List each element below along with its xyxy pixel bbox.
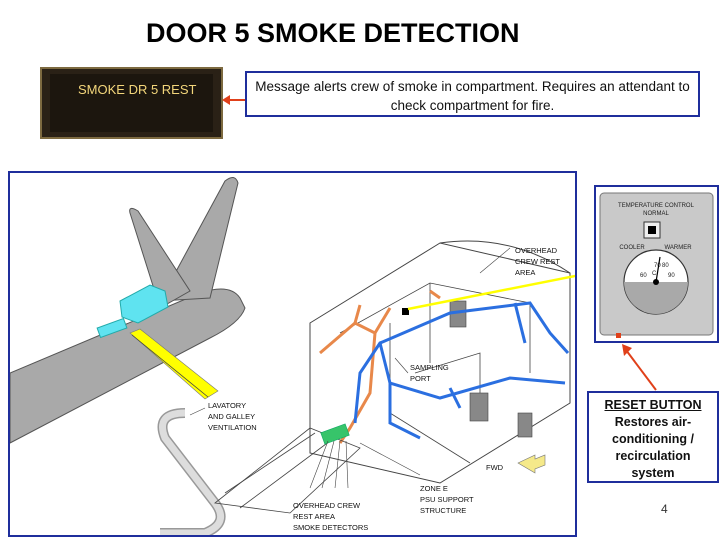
svg-text:STRUCTURE: STRUCTURE xyxy=(420,506,466,515)
svg-text:CREW REST: CREW REST xyxy=(515,257,560,266)
fuselage-shape xyxy=(9,288,246,444)
callout-text: Message alerts crew of smoke in compartm… xyxy=(255,79,690,113)
eicas-arrow xyxy=(222,95,248,105)
aircraft-diagram-svg: OVERHEAD CREW REST AREA SAMPLING PORT LA… xyxy=(9,177,591,538)
temperature-control-panel: TEMPERATURE CONTROL NORMAL COOLER WARMER… xyxy=(594,185,719,343)
reset-line-3: recirculation xyxy=(615,449,691,463)
gauge-tick-80: 80 xyxy=(662,263,669,269)
reset-line-2: conditioning / xyxy=(612,432,694,446)
reset-indicator-marker xyxy=(616,333,621,338)
blue-duct-shape xyxy=(353,301,570,424)
crew-rest-location-extension xyxy=(96,317,128,339)
sampling-port-label: SAMPLING PORT xyxy=(410,363,449,383)
svg-text:SAMPLING: SAMPLING xyxy=(410,363,449,372)
temperature-control-svg: TEMPERATURE CONTROL NORMAL COOLER WARMER… xyxy=(599,192,714,338)
smoke-detectors-label: OVERHEAD CREW REST AREA SMOKE DETECTORS xyxy=(293,501,368,532)
smoke-detectors-shape xyxy=(320,423,350,445)
reset-arrow xyxy=(622,344,657,391)
page-number: 4 xyxy=(661,502,668,516)
svg-text:ZONE E: ZONE E xyxy=(420,484,448,493)
svg-text:OVERHEAD: OVERHEAD xyxy=(515,246,558,255)
panel-title-line1: TEMPERATURE CONTROL xyxy=(618,203,695,209)
reset-heading: RESET BUTTON xyxy=(604,398,702,412)
lavatory-label: LAVATORY AND GALLEY VENTILATION xyxy=(208,401,257,432)
zone-e-label: ZONE E PSU SUPPORT STRUCTURE xyxy=(420,484,474,515)
crew-rest-location-shape xyxy=(119,284,169,324)
eicas-screen xyxy=(50,74,213,132)
svg-text:SMOKE DETECTORS: SMOKE DETECTORS xyxy=(293,523,368,532)
reset-line-4: system xyxy=(631,466,675,480)
eicas-message: SMOKE DR 5 REST xyxy=(78,82,197,97)
eicas-display xyxy=(40,67,223,139)
svg-text:OVERHEAD CREW: OVERHEAD CREW xyxy=(293,501,361,510)
gauge-tick-60: 60 xyxy=(640,273,647,279)
orange-duct-shape xyxy=(319,321,377,444)
gauge-tick-90: 90 xyxy=(668,273,675,279)
panel-title-line2: NORMAL xyxy=(643,211,669,217)
aircraft-diagram: OVERHEAD CREW REST AREA SAMPLING PORT LA… xyxy=(8,171,591,538)
panel-pointer-line xyxy=(407,271,591,311)
svg-text:REST AREA: REST AREA xyxy=(293,512,335,521)
gauge-tick-70: 70 xyxy=(654,263,661,269)
svg-text:PORT: PORT xyxy=(410,374,431,383)
page-title-text: DOOR 5 SMOKE DETECTION xyxy=(146,18,520,48)
svg-text:PSU SUPPORT: PSU SUPPORT xyxy=(420,495,474,504)
warmer-label: WARMER xyxy=(664,245,692,251)
fwd-arrow-shape xyxy=(517,454,546,474)
svg-text:AND GALLEY: AND GALLEY xyxy=(208,412,255,421)
sampling-port-marker xyxy=(402,308,409,315)
reset-line-1: Restores air- xyxy=(614,415,692,429)
cooler-label: COOLER xyxy=(619,245,645,251)
fwd-label: FWD xyxy=(486,463,504,472)
svg-text:AREA: AREA xyxy=(515,268,535,277)
smoke-alert-callout: Message alerts crew of smoke in compartm… xyxy=(245,71,700,117)
reset-button-callout: RESET BUTTON Restores air- conditioning … xyxy=(587,391,719,483)
gauge-c-label: C xyxy=(652,271,657,277)
wing-upper-shape xyxy=(159,177,239,302)
overhead-crew-rest-label: OVERHEAD CREW REST AREA xyxy=(515,246,560,277)
svg-text:VENTILATION: VENTILATION xyxy=(208,423,257,432)
stabilizer-shape xyxy=(129,207,191,309)
yellow-beam-shape xyxy=(129,328,219,400)
svg-text:LAVATORY: LAVATORY xyxy=(208,401,246,410)
